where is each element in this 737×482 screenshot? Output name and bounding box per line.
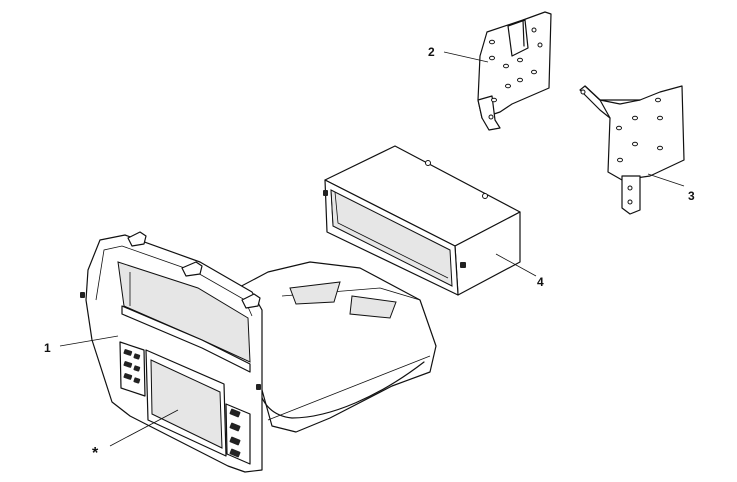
callout-2: 2 <box>428 45 435 59</box>
part-2-left-bracket <box>477 11 552 131</box>
callout-4: 4 <box>537 275 544 289</box>
part-3-right-bracket <box>579 85 685 215</box>
leader-lines <box>59 51 685 447</box>
display-screen <box>150 359 223 449</box>
callout-1: 1 <box>44 341 51 355</box>
part-1-dash-panel <box>80 231 437 473</box>
callout-labels: 2 3 4 1 * <box>44 45 695 462</box>
part-4-storage-pocket <box>323 145 521 296</box>
callout-3: 3 <box>688 189 695 203</box>
callout-star: * <box>92 445 99 462</box>
